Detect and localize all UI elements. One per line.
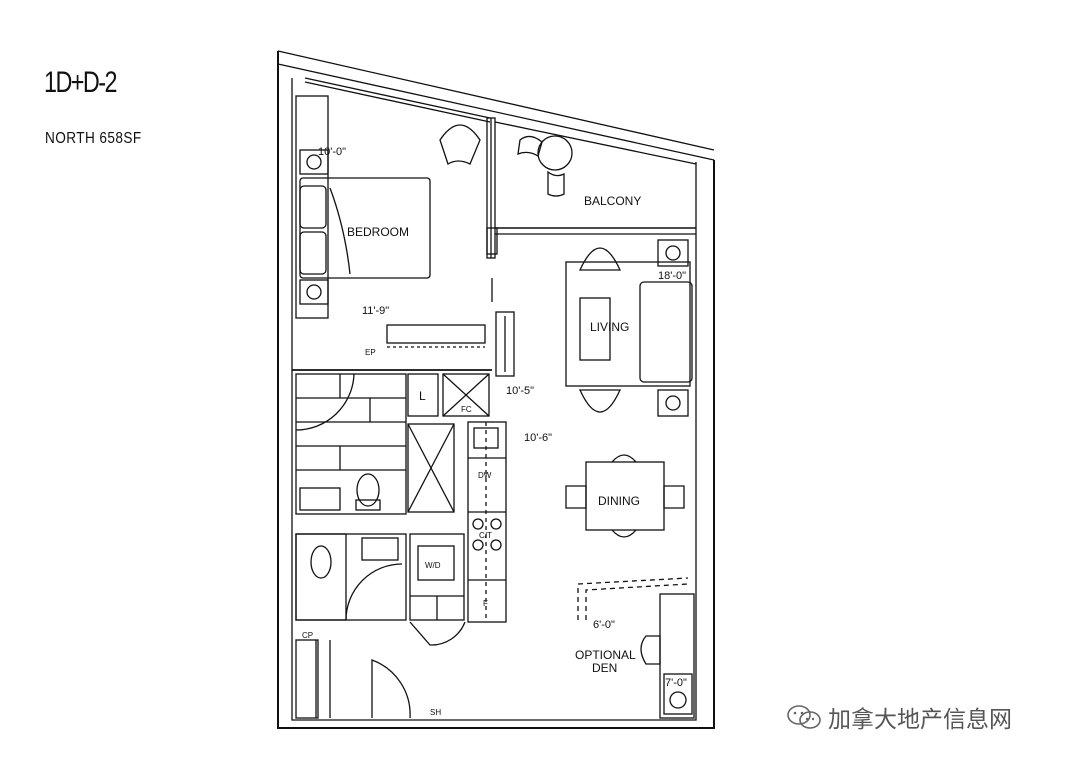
sofa — [639, 281, 693, 383]
exterior-angle-line-inner — [277, 63, 715, 161]
kitchen-counter — [467, 421, 507, 623]
bedroom-armchair — [439, 124, 481, 165]
fixture-wd: W/D — [425, 561, 441, 570]
room-label-living: LIVING — [590, 320, 629, 334]
bed — [299, 177, 431, 279]
balcony-edge — [494, 121, 697, 165]
bathroom-door-swing — [295, 373, 355, 431]
fixture-cp: CP — [302, 631, 313, 640]
dim-living-width: 10'-5" — [506, 385, 534, 397]
fixture-sh: SH — [430, 708, 441, 717]
unit-title: 1D+D-2 — [44, 66, 117, 99]
unit-orientation-size: NORTH 658SF — [45, 130, 142, 147]
bedroom-window — [304, 77, 491, 119]
bathroom-sink — [299, 487, 341, 511]
powder-room — [295, 533, 407, 621]
armchair — [578, 247, 622, 271]
bathroom — [295, 373, 407, 515]
pillow — [299, 231, 327, 275]
fan-coil — [442, 373, 490, 417]
pillow — [299, 185, 327, 229]
watermark-text: 加拿大地产信息网 — [828, 707, 1012, 733]
cooktop-burner — [472, 518, 484, 530]
room-label-den-line2: DEN — [592, 661, 617, 675]
living-rug — [565, 261, 691, 387]
coat-closet — [295, 639, 319, 719]
column — [657, 389, 689, 417]
fixture-linen: L — [419, 389, 426, 403]
bedroom-wall-unit — [295, 95, 329, 319]
room-label-den-line1: OPTIONAL — [575, 648, 636, 662]
fixture-ep: EP — [365, 348, 376, 357]
sink-2 — [361, 537, 399, 561]
nightstand — [299, 149, 329, 175]
den-chair — [640, 635, 661, 665]
bedroom-closet — [386, 324, 486, 344]
fixture-dw: DW — [478, 471, 492, 480]
dim-bedroom-width: 10'-0" — [318, 146, 346, 158]
balcony-chair — [547, 170, 565, 197]
watermark: 加拿大地产信息网 — [786, 700, 1012, 734]
den-column — [663, 673, 693, 715]
powder-door-swing — [345, 563, 403, 621]
balcony-table — [537, 135, 573, 171]
dining-chair — [565, 485, 587, 509]
room-label-bedroom: BEDROOM — [347, 225, 409, 239]
column — [657, 239, 689, 267]
entry-door-swing — [371, 659, 411, 719]
fixture-fc: FC — [461, 405, 472, 414]
exterior-angle-line — [277, 50, 715, 151]
shower — [407, 423, 455, 513]
dim-den-depth: 6'-0" — [593, 619, 615, 631]
dining-chair — [611, 454, 637, 463]
fixture-ct: C/T — [479, 531, 492, 540]
toilet-2 — [310, 545, 332, 579]
dining-chair — [663, 485, 685, 509]
nightstand — [299, 279, 329, 305]
den-desk — [659, 593, 695, 719]
interior-wall-line — [291, 78, 697, 721]
balcony-chair — [517, 135, 543, 157]
laundry-door-swing — [409, 621, 466, 646]
toilet — [356, 473, 380, 507]
dining-chair — [611, 529, 637, 538]
dim-living-length: 18'-0" — [658, 270, 686, 282]
dim-dining-width: 10'-6" — [524, 432, 552, 444]
exterior-wall — [277, 51, 715, 729]
fixture-fridge: F — [483, 599, 488, 608]
coffee-table — [579, 297, 611, 361]
dim-den-width: 7'-0" — [665, 677, 687, 689]
living-partition — [495, 311, 515, 377]
room-label-dining: DINING — [598, 494, 640, 508]
den-boundary — [577, 577, 689, 620]
dim-bedroom-depth: 11'-9" — [362, 305, 389, 317]
armchair — [578, 389, 622, 413]
linen-closet — [407, 373, 439, 417]
wechat-icon — [787, 705, 821, 729]
room-label-balcony: BALCONY — [584, 194, 641, 208]
